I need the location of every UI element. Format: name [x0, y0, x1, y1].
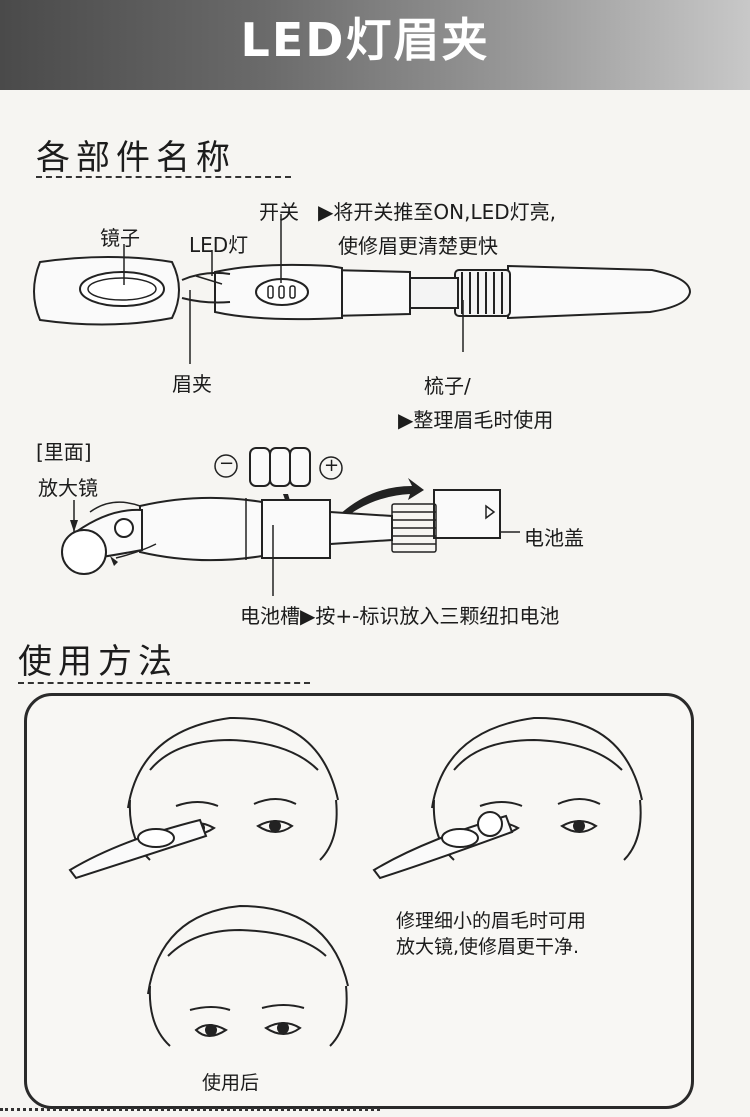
label-mirror: 镜子 — [100, 226, 140, 250]
label-switch-note-2: 使修眉更清楚更快 — [338, 234, 498, 258]
section-divider — [18, 682, 310, 684]
label-back-side: [里面] — [36, 440, 92, 464]
header-banner: LED灯眉夹 — [0, 0, 750, 90]
minus-sign-icon — [214, 454, 238, 478]
usage-tip-line-1: 修理细小的眉毛时可用 — [396, 910, 587, 932]
section-divider — [36, 176, 291, 178]
label-switch: 开关 — [259, 200, 299, 224]
usage-panel — [24, 693, 694, 1109]
device-diagram — [33, 214, 692, 364]
plus-sign-icon — [319, 456, 343, 480]
label-minus: − — [219, 453, 235, 474]
label-battery-slot: 电池槽▶按+-标识放入三颗纽扣电池 — [240, 604, 560, 628]
label-tweezers: 眉夹 — [172, 372, 212, 396]
usage-section-title: 使用方法 — [18, 642, 178, 682]
label-after-use: 使用后 — [202, 1072, 260, 1094]
page-footer-dots — [0, 1108, 380, 1111]
label-plus: + — [324, 455, 340, 476]
battery-diagram — [61, 447, 520, 596]
label-magnifier: 放大镜 — [38, 476, 98, 500]
label-comb-note: ▶整理眉毛时使用 — [398, 408, 554, 432]
label-comb: 梳子/ — [424, 374, 471, 398]
label-battery-cover: 电池盖 — [524, 526, 584, 550]
parts-section-title: 各部件名称 — [36, 138, 236, 178]
usage-tip-line-2: 放大镜,使修眉更干净. — [396, 936, 580, 958]
label-switch-note-1: ▶将开关推至ON,LED灯亮, — [318, 200, 556, 224]
label-led: LED灯 — [189, 233, 249, 257]
page-title: LED灯眉夹 — [240, 13, 490, 67]
